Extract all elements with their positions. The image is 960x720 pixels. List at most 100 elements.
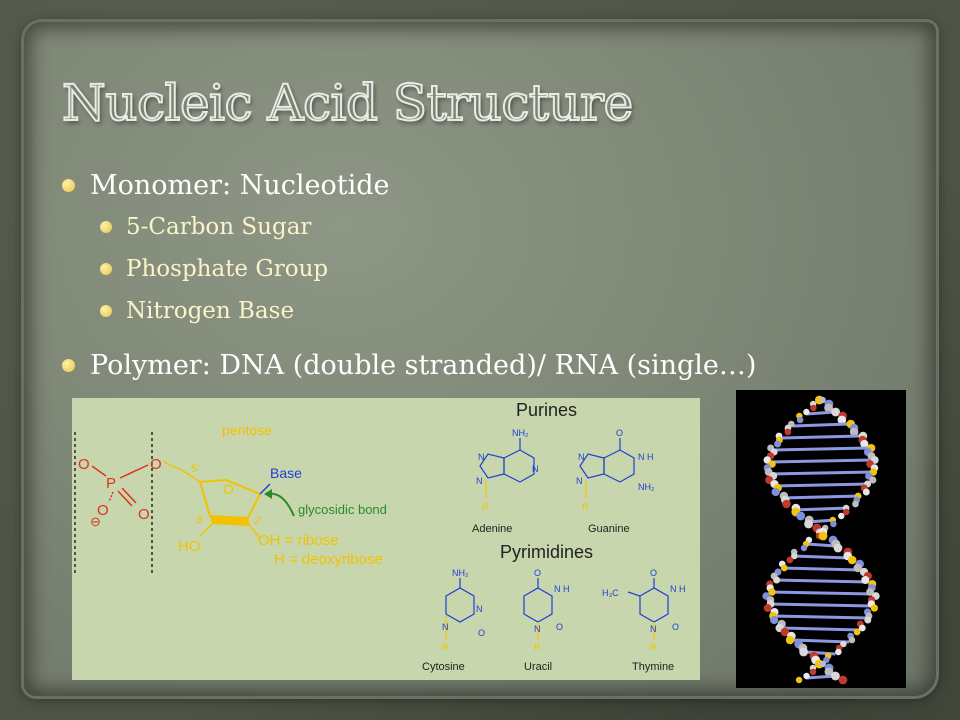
svg-text:N H: N H — [554, 584, 570, 594]
helix-atom — [852, 500, 859, 508]
bond-p-o-dashed — [108, 491, 114, 503]
helix-atom — [774, 440, 782, 448]
phosphate-group: O P O O O ⊖ — [78, 456, 162, 529]
bond-o-c5 — [163, 461, 183, 471]
helix-atom — [809, 668, 817, 676]
bullet-dot — [62, 179, 75, 192]
helix-atom — [768, 588, 776, 596]
uracil-r: R — [534, 642, 541, 652]
svg-text:N: N — [650, 624, 657, 634]
helix-base-pair — [792, 554, 850, 560]
glycosidic-arrowhead — [264, 489, 272, 499]
svg-text:NH₂: NH₂ — [638, 482, 655, 492]
thymine-structure — [627, 578, 669, 640]
helix-atom — [849, 427, 859, 437]
cytosine-label: Cytosine — [422, 661, 465, 673]
helix-atom — [848, 636, 856, 644]
deoxyribose-label: H = deoxyribose — [274, 551, 383, 568]
bond-c5-c4 — [181, 469, 201, 483]
svg-text:O: O — [138, 506, 150, 523]
helix-atom — [771, 487, 780, 497]
helix-atom — [786, 556, 794, 564]
helix-atom — [861, 575, 870, 585]
svg-text:N H: N H — [638, 452, 654, 462]
bond-o-p — [91, 465, 107, 477]
base-label: Base — [270, 465, 302, 481]
svg-text:NH₂: NH₂ — [452, 568, 469, 578]
svg-text:N H: N H — [670, 584, 686, 594]
helix-atom — [830, 520, 837, 528]
helix-atom — [803, 408, 810, 416]
guanine-label: Guanine — [588, 523, 630, 535]
carbon-3-prime: 3' — [196, 514, 204, 526]
bond-c3-oh — [199, 523, 213, 537]
helix-base-pair — [792, 638, 850, 644]
helix-base-pair — [769, 458, 873, 464]
helix-atom — [870, 604, 878, 612]
thymine-label: Thymine — [632, 661, 674, 673]
svg-text:NH₂: NH₂ — [512, 428, 529, 438]
helix-atom — [860, 439, 869, 449]
bullet-list: Monomer: Nucleotide 5-Carbon Sugar Phosp… — [62, 166, 756, 386]
helix-atom — [819, 660, 826, 668]
svg-text:N: N — [576, 476, 583, 486]
glycosidic-label: glycosidic bond — [298, 502, 387, 517]
helix-atom — [796, 416, 804, 424]
sub-bullet-phosphate: Phosphate Group — [62, 248, 756, 290]
helix-atom — [864, 616, 872, 624]
helix-atom — [763, 604, 772, 612]
helix-base-pair — [781, 494, 861, 500]
helix-atom — [780, 564, 788, 572]
thymine-r: R — [650, 642, 657, 652]
slide-title: Nucleic Acid Structure — [61, 73, 634, 133]
carbon-5-prime: 5' — [191, 463, 199, 475]
bullet-dot — [100, 305, 112, 317]
helix-atom — [847, 555, 857, 565]
svg-text:N: N — [534, 624, 541, 634]
dna-double-helix-icon — [762, 395, 880, 685]
svg-text:O: O — [616, 428, 623, 438]
svg-text:H₃C: H₃C — [602, 588, 619, 598]
bond-p-o-double-b — [121, 487, 137, 504]
helix-atom — [804, 519, 813, 529]
helix-base-pair — [773, 614, 869, 620]
helix-atom — [843, 508, 850, 516]
helix-base-pair — [769, 590, 873, 596]
helix-atom — [796, 511, 806, 521]
bond-c2-oh — [249, 525, 261, 539]
svg-text:⊖: ⊖ — [90, 514, 101, 529]
helix-base-pair — [769, 470, 873, 476]
helix-atom — [858, 624, 866, 632]
helix-atom — [833, 543, 843, 553]
helix-atom — [838, 675, 848, 685]
svg-text:O: O — [78, 456, 90, 473]
svg-text:O: O — [556, 622, 563, 632]
uracil-atoms: O N H O N — [534, 568, 570, 634]
helix-atom — [818, 531, 828, 541]
helix-atom — [780, 627, 790, 637]
sub-bullet-base: Nitrogen Base — [62, 290, 756, 332]
svg-text:O: O — [150, 456, 162, 473]
sugar-ring — [198, 478, 262, 520]
helix-atom — [866, 588, 874, 596]
bond-p-o-double-a — [117, 490, 133, 507]
cytosine-structure — [445, 578, 475, 640]
adenine-r: R — [482, 502, 489, 512]
helix-atom — [795, 676, 803, 684]
helix-atom — [800, 544, 808, 552]
helix-base-pair — [781, 626, 861, 632]
helix-atom — [838, 512, 845, 520]
svg-text:N: N — [476, 604, 483, 614]
uracil-structure — [523, 578, 553, 640]
helix-atom — [799, 647, 809, 657]
bullet-dot — [100, 221, 112, 233]
nucleotide-structure-diagram: O P O O O ⊖ pentose 5' O 3' 2' H — [72, 398, 700, 680]
bond-c1-base — [259, 483, 271, 495]
helix-base-pair — [769, 602, 873, 608]
helix-base-pair — [792, 506, 850, 512]
svg-text:O: O — [534, 568, 541, 578]
